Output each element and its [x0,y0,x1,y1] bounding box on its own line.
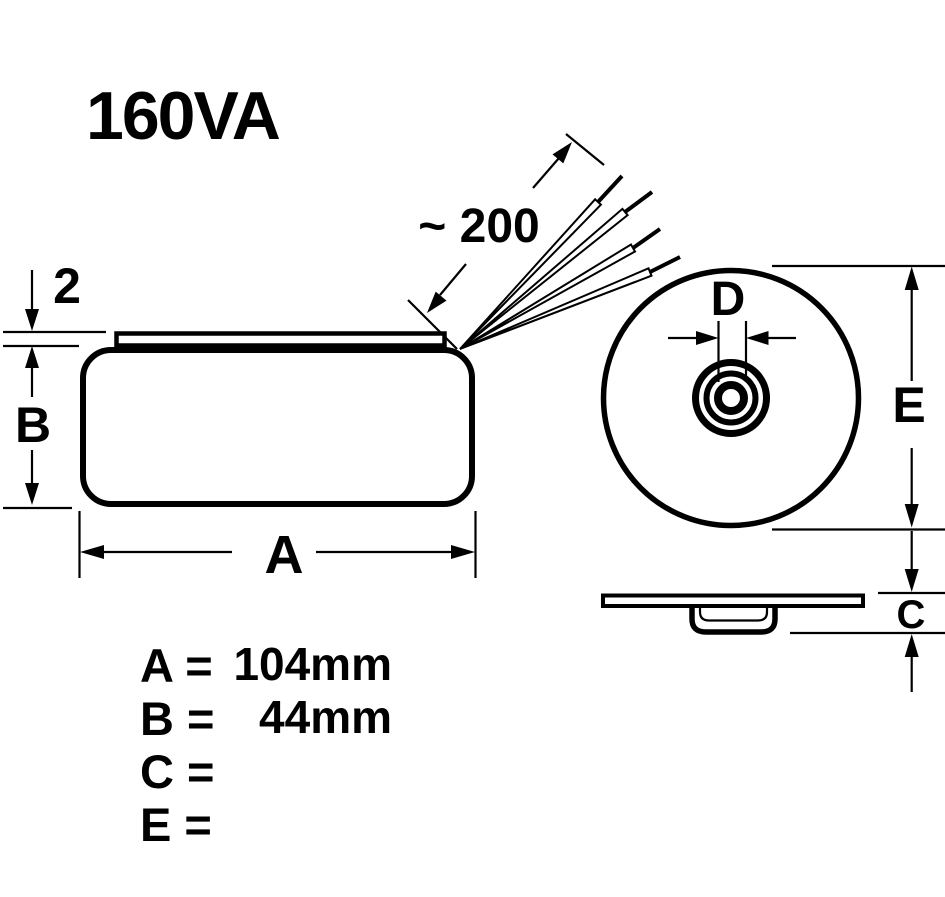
dim-E-up-arrowhead [904,266,919,290]
dim-C-label: C [897,593,926,637]
dim-hole-D [668,321,796,382]
legend-label-B: B = [140,692,214,745]
bottom-view [601,593,865,635]
dim-mount-C [790,531,945,692]
dim-lead-upper-tick [565,133,605,166]
lead-length-label: ~ 200 [418,200,539,253]
dim-E-label: E [892,377,925,433]
legend-label-E: E = [140,798,212,851]
top-view-center-hole [714,381,748,415]
dim-plate-and-height [3,270,106,510]
top-view [600,267,862,529]
dim-D-left-arrowhead [696,331,719,345]
side-view-body [80,347,475,507]
top-view-ring-outer [692,359,770,437]
dim-B-up-arrowhead [25,346,39,368]
title-label: 160VA [86,78,280,154]
dim-A-left-arrowhead [80,545,104,559]
legend: A = 104mm B = 44mm C = E = [140,638,392,851]
bottom-view-plate [601,593,865,608]
side-view [80,331,475,507]
dim-2-down-arrowhead [25,309,39,331]
wire-4-bare-tip [649,255,681,274]
dim-D-label: D [711,273,746,326]
dim-A-label: A [265,525,304,585]
top-view-ring-middle [703,370,759,426]
dim-lead-lower-tick [407,299,458,350]
dim-B-down-arrowhead [25,483,39,505]
dim-D-right-arrowhead [746,331,769,345]
dim-lead-length [407,133,605,350]
dim-2-label: 2 [53,258,81,314]
dim-lead-lower-arrowhead [427,291,447,313]
dim-C-up-arrowhead [904,634,919,657]
wire-2-bare-tip [623,190,654,214]
bottom-view-center-boss-inner [698,606,769,622]
dim-lead-upper-arrowhead [552,142,572,164]
side-view-top-plate [114,331,447,348]
lead-wires [459,174,681,350]
dim-B-label: B [15,397,51,453]
dim-E-down-arrowhead [904,504,919,528]
dim-diameter-E [772,264,945,531]
wire-1-bare-tip [596,174,624,204]
dim-lead-lower-shaft [439,263,467,296]
wire-3-bare-tip [631,227,662,250]
dim-lead-upper-shaft [532,157,560,189]
legend-label-C: C = [140,745,214,798]
dim-width-A [78,511,477,578]
legend-value-A: 104mm [233,638,392,690]
top-view-outer-circle [600,267,862,529]
legend-label-A: A = [140,639,213,692]
legend-value-B: 44mm [259,691,392,743]
dim-A-right-arrowhead [451,545,475,559]
dim-C-down-arrowhead [904,569,919,592]
